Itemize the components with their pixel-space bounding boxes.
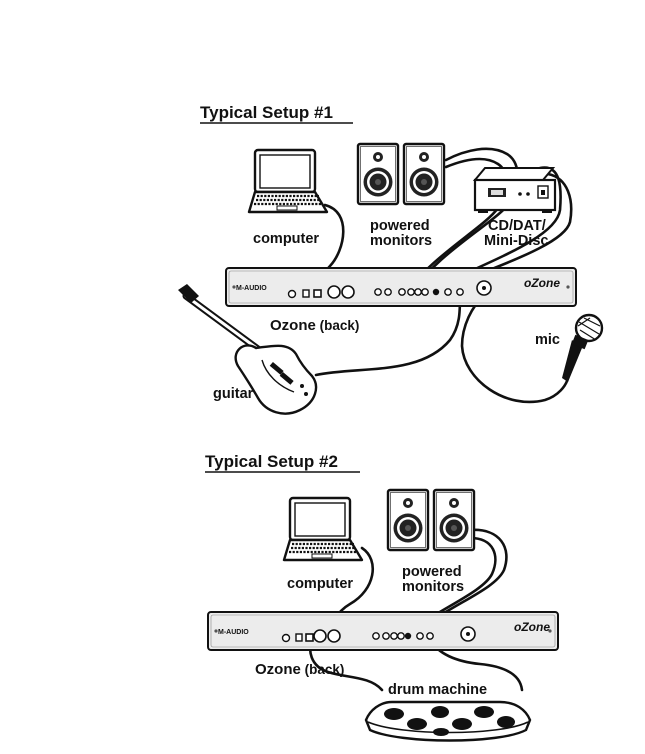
jack: [426, 632, 434, 640]
jack: [384, 288, 392, 296]
jack: [397, 632, 405, 640]
guitar-icon: [178, 284, 318, 415]
speaker-icon: [386, 488, 430, 552]
jack: [421, 288, 429, 296]
power-jack: [287, 289, 297, 299]
microphone-icon: [562, 313, 604, 382]
setup-1: Typical Setup #1 computer powered monito…: [178, 103, 604, 415]
jack: [374, 288, 382, 296]
laptop-icon: [247, 148, 329, 214]
ozone-logo: oZone: [524, 276, 560, 290]
setup-1-cd-label-2: Mini-Disc: [484, 233, 548, 249]
jack: [404, 632, 412, 640]
usb-port: [313, 289, 322, 298]
setup-1-mic-label: mic: [535, 332, 560, 348]
setup-2: Typical Setup #2 computer powered monito…: [205, 452, 559, 742]
power-jack: [281, 633, 291, 643]
midi-port: [327, 285, 341, 299]
power-switch: [302, 289, 310, 298]
midi-port: [313, 629, 327, 643]
ozone-back-panel: M-AUDIO oZone: [207, 611, 559, 651]
setup-2-monitors-label-2: monitors: [402, 579, 464, 595]
jack: [432, 288, 440, 296]
laptop-icon: [282, 496, 364, 562]
ozone-brand: M-AUDIO: [236, 285, 267, 292]
speaker-icon: [402, 142, 446, 206]
jack: [390, 632, 398, 640]
setup-1-computer-label: computer: [253, 231, 319, 247]
jack: [372, 632, 380, 640]
jack: [414, 288, 422, 296]
drum-pad-icon: [364, 700, 532, 742]
jack: [398, 288, 406, 296]
setup-2-title: Typical Setup #2: [205, 452, 338, 471]
inst-jack: [456, 288, 464, 296]
jack: [444, 288, 452, 296]
ozone-back-panel: M-AUDIO oZone: [225, 267, 577, 307]
speaker-icon: [432, 488, 476, 552]
setup-1-monitors-label-2: monitors: [370, 233, 432, 249]
setup-1-title: Typical Setup #1: [200, 103, 333, 122]
setup-1-cd-label-1: CD/DAT/: [488, 218, 546, 234]
usb-port: [305, 633, 314, 642]
power-switch: [295, 633, 303, 642]
midi-port: [327, 629, 341, 643]
setup-2-monitors-label-1: powered: [402, 564, 462, 580]
setup-2-ozone-label: Ozone (back): [255, 661, 344, 678]
setup-1-guitar-label: guitar: [213, 386, 254, 402]
ozone-brand: M-AUDIO: [218, 629, 249, 636]
setup-2-drum-label: drum machine: [388, 682, 487, 698]
jack: [382, 632, 390, 640]
jack: [416, 632, 424, 640]
speaker-icon: [356, 142, 400, 206]
jack: [407, 288, 415, 296]
midi-port: [341, 285, 355, 299]
setup-2-computer-label: computer: [287, 576, 353, 592]
setup-1-ozone-label: Ozone (back): [270, 317, 359, 334]
cd-player-icon: [472, 167, 557, 213]
setup-1-monitors-label-1: powered: [370, 218, 430, 234]
ozone-logo: oZone: [514, 620, 550, 634]
